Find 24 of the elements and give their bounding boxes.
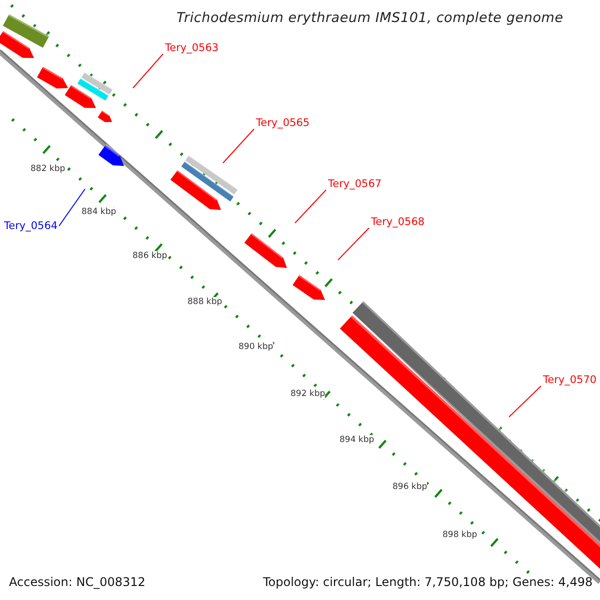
scale-label: 888 kbp: [188, 297, 222, 307]
scale-label: 898 kbp: [442, 530, 478, 540]
gene-label: Tery_0565: [256, 117, 310, 129]
gene-label: Tery_0564: [4, 220, 58, 232]
leader-line: [222, 128, 254, 164]
scale-label: 896 kbp: [392, 482, 428, 492]
map-title: Trichodesmium erythraeum IMS101, complete genome: [176, 10, 564, 26]
scale-label: 882 kbp: [30, 164, 66, 174]
gene-label: Tery_0570: [543, 374, 597, 386]
genome-info-text: Topology: circular; Length: 7,750,108 bp; Genes: 4,498: [263, 575, 593, 589]
leader-line: [132, 54, 164, 88]
scale-label: 884 kbp: [82, 207, 116, 217]
gene-label: Tery_0563: [165, 42, 219, 54]
leader-line: [58, 188, 86, 226]
leader-line: [338, 228, 370, 260]
leader-line: [294, 190, 326, 224]
leader-line: [508, 386, 542, 418]
scale-label: 894 kbp: [340, 435, 374, 445]
gene-label: Tery_0568: [371, 216, 425, 228]
scale-label: 890 kbp: [238, 342, 274, 352]
accession-text: Accession: NC_008312: [9, 575, 146, 589]
gene-label: Tery_0567: [328, 178, 382, 190]
scale-label: 886 kbp: [132, 251, 168, 261]
scale-label: 892 kbp: [290, 389, 326, 399]
